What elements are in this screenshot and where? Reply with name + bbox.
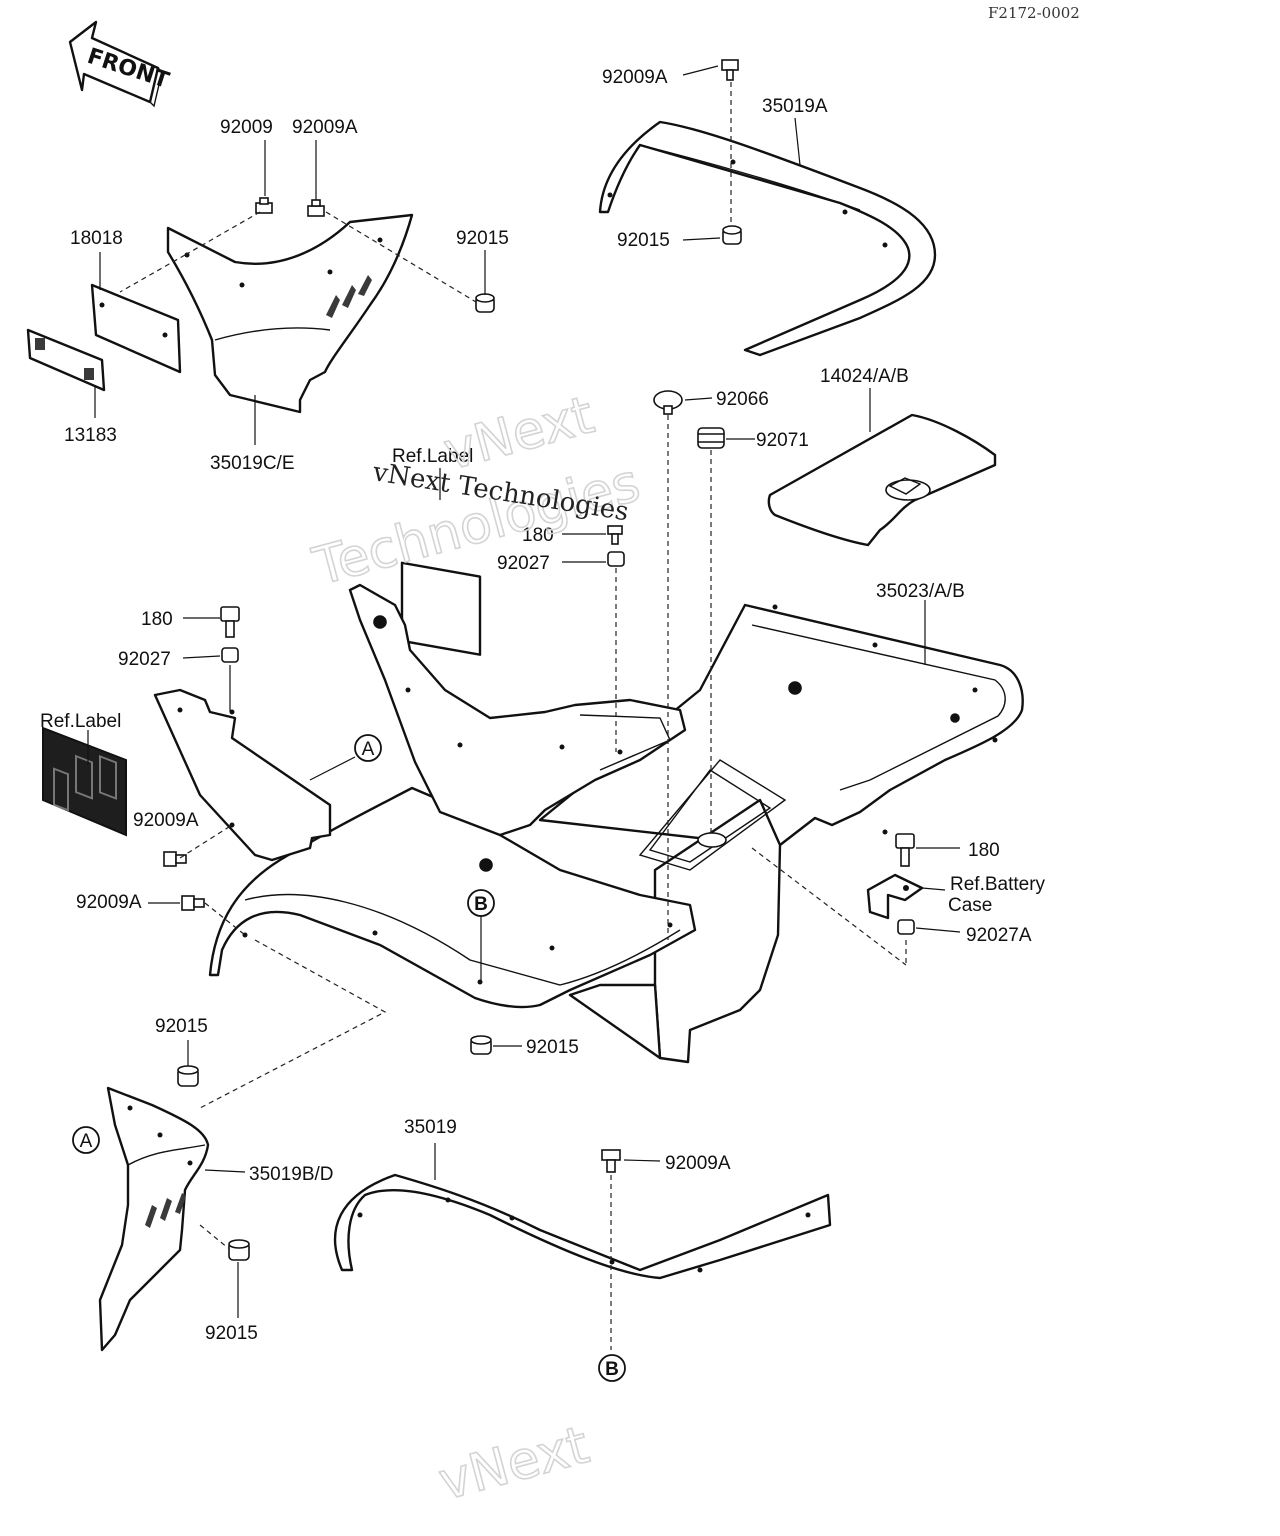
callout-13183: 13183: [64, 425, 117, 446]
bolt-92009: [255, 197, 273, 214]
callout-92015-top-right: 92015: [617, 230, 670, 251]
bolt-180-left: [220, 606, 240, 638]
callout-92027A: 92027A: [966, 925, 1032, 946]
callout-14024-A-B: 14024/A/B: [820, 366, 909, 387]
watermark-vnext-bottom: vNext: [433, 1415, 595, 1512]
part-14024-cover: [767, 413, 997, 547]
ref-label-decal: [42, 726, 127, 837]
ref-label-plate-upper: [400, 561, 482, 656]
bolt-92009A-left: [163, 851, 187, 867]
callout-92015-center: 92015: [526, 1037, 579, 1058]
collar-92027A: [897, 919, 915, 935]
bolt-92009A-bottom: [601, 1149, 621, 1173]
callout-92015-lower-left-bottom: 92015: [205, 1323, 258, 1344]
part-18018-plate: [90, 283, 182, 374]
document-id: F2172-0002: [988, 4, 1080, 22]
callout-ref-label-upper: Ref.Label: [392, 446, 473, 467]
marker-b-lower-text: B: [605, 1359, 619, 1380]
part-35023-main-fender: [153, 583, 1024, 1064]
callout-35023-A-B: 35023/A/B: [876, 581, 965, 602]
hardware: [163, 59, 915, 1261]
part-92066-clip: [653, 390, 683, 415]
nut-92015-upper: [475, 293, 495, 313]
callout-92027-center: 92027: [497, 553, 550, 574]
leader-lines: [87, 65, 961, 1350]
marker-b-upper-text: B: [474, 894, 488, 915]
part-35019B-side-panel: [98, 1086, 210, 1352]
callout-92066: 92066: [716, 389, 769, 410]
bolt-180-center: [607, 525, 623, 545]
callout-case: Case: [948, 895, 992, 916]
callout-180-right: 180: [968, 840, 1000, 861]
callout-18018: 18018: [70, 228, 123, 249]
callout-35019: 35019: [404, 1117, 457, 1138]
callout-ref-label-left: Ref.Label: [40, 711, 121, 732]
callout-92009A-left: 92009A: [133, 810, 199, 831]
callout-92027-left: 92027: [118, 649, 171, 670]
marker-b-upper: B: [467, 889, 495, 917]
bolt-92009A-lower-left: [181, 895, 205, 911]
marker-a-lower-text: A: [80, 1131, 93, 1152]
part-35019A-fender: [598, 120, 937, 357]
callout-92015-upper: 92015: [456, 228, 509, 249]
part-35019C-side-panel: [166, 213, 414, 414]
nut-92015-center: [470, 1035, 492, 1055]
callout-92009: 92009: [220, 117, 273, 138]
reference-markers: A B A B: [72, 734, 626, 1382]
part-35019-fender: [333, 1173, 832, 1280]
callout-35019A: 35019A: [762, 96, 828, 117]
ref-battery-case-bracket: [866, 873, 924, 920]
marker-a-lower: A: [72, 1126, 100, 1154]
part-13183-reflector: [26, 328, 106, 392]
bolt-92009A-upper-left: [307, 199, 325, 217]
marker-a-upper-text: A: [362, 739, 375, 760]
part-92071-grommet: [697, 427, 725, 449]
callout-92009A-lower-left: 92009A: [76, 892, 142, 913]
nut-92015-lower-left-bottom: [228, 1239, 250, 1261]
callout-180-center: 180: [522, 525, 554, 546]
bolt-180-right: [895, 833, 915, 867]
callout-180-left: 180: [141, 609, 173, 630]
callout-92015-lower-left-top: 92015: [155, 1016, 208, 1037]
callout-35019B-D: 35019B/D: [249, 1164, 334, 1185]
callout-92009A-bottom: 92009A: [665, 1153, 731, 1174]
callout-labels: 92009A 35019A 92009 92009A 18018 92015 9…: [40, 67, 1046, 1344]
nut-92015-lower-left-top: [177, 1065, 199, 1087]
bolt-92009A-top: [721, 59, 739, 81]
collar-92027-left: [221, 647, 239, 663]
callout-92009A-top: 92009A: [602, 67, 668, 88]
collar-92027-center: [607, 551, 625, 567]
callout-92009A-upper-left: 92009A: [292, 117, 358, 138]
marker-b-lower: B: [598, 1354, 626, 1382]
front-arrow: FRONT: [68, 20, 172, 108]
marker-a-upper: A: [354, 734, 382, 762]
callout-35019C-E: 35019C/E: [210, 453, 295, 474]
nut-92015-top-right: [722, 225, 742, 245]
callout-92071: 92071: [756, 430, 809, 451]
callout-ref-battery: Ref.Battery: [950, 874, 1046, 895]
